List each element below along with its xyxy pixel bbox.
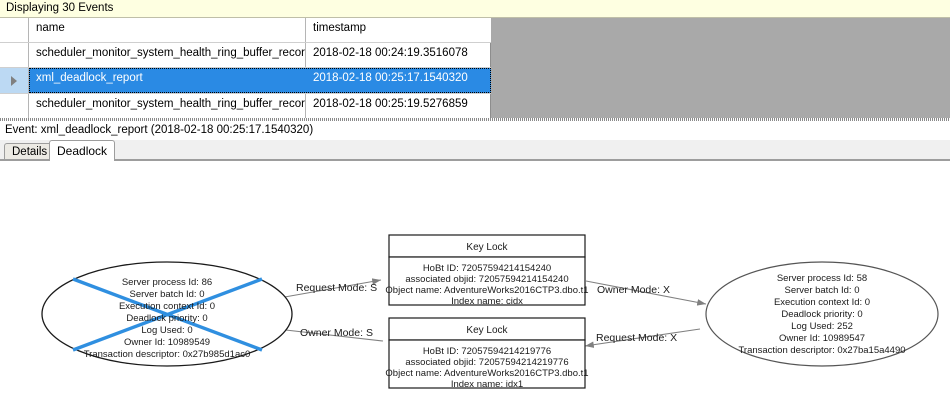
events-banner: Displaying 30 Events xyxy=(0,0,950,18)
process-left-line-5: Owner Id: 10989549 xyxy=(124,337,210,348)
cell-name: scheduler_monitor_system_health_ring_buf… xyxy=(29,94,306,118)
process-right-line-0: Server process Id: 58 xyxy=(777,273,867,284)
edge-right-request-label: Request Mode: X xyxy=(596,332,677,344)
process-left-line-0: Server process Id: 86 xyxy=(122,277,212,288)
process-right-line-5: Owner Id: 10989547 xyxy=(779,333,865,344)
key-lock-bottom-line-2: Object name: AdventureWorks2016CTP3.dbo.… xyxy=(385,368,588,379)
key-lock-top-line-2: Object name: AdventureWorks2016CTP3.dbo.… xyxy=(385,285,588,296)
column-header-name[interactable]: name xyxy=(29,18,306,42)
table-row-selected[interactable]: xml_deadlock_report 2018-02-18 00:25:17.… xyxy=(0,68,491,94)
events-grid-area: name timestamp scheduler_monitor_system_… xyxy=(0,18,950,119)
process-left-line-6: Transaction descriptor: 0x27b985d1ac0 xyxy=(84,349,251,360)
process-right-line-1: Server batch Id: 0 xyxy=(785,285,860,296)
tab-strip: Details Deadlock xyxy=(0,140,950,161)
row-header-cell[interactable] xyxy=(0,94,29,118)
edge-right-owner: Owner Mode: X xyxy=(585,280,707,306)
play-triangle-icon xyxy=(11,76,17,86)
edge-left-owner: Owner Mode: S xyxy=(267,325,384,342)
cell-timestamp: 2018-02-18 00:25:17.1540320 xyxy=(313,72,468,84)
column-header-timestamp[interactable]: timestamp xyxy=(313,22,367,34)
horizontal-splitter[interactable] xyxy=(0,118,950,121)
key-lock-top-line-1: associated objid: 72057594214154240 xyxy=(405,274,568,285)
edge-right-owner-label: Owner Mode: X xyxy=(597,284,670,296)
cell-name: scheduler_monitor_system_health_ring_buf… xyxy=(29,43,306,67)
key-lock-bottom-title: Key Lock xyxy=(466,325,508,336)
edge-left-owner-label: Owner Mode: S xyxy=(300,327,373,339)
edge-left-request-label: Request Mode: S xyxy=(296,282,377,294)
key-lock-bottom-line-0: HoBt ID: 72057594214219776 xyxy=(423,346,551,357)
key-lock-top-line-3: Index name: cidx xyxy=(451,296,523,307)
events-count-label: Displaying 30 Events xyxy=(6,2,114,14)
process-left-line-3: Deadlock priority: 0 xyxy=(126,313,207,324)
tab-details[interactable]: Details xyxy=(4,143,56,160)
table-row[interactable]: scheduler_monitor_system_health_ring_buf… xyxy=(0,43,491,68)
process-node-left[interactable]: Server process Id: 86 Server batch Id: 0… xyxy=(41,261,293,367)
event-title: Event: xml_deadlock_report (2018-02-18 0… xyxy=(5,124,314,136)
grid-header-row: name timestamp xyxy=(0,18,491,43)
events-grid[interactable]: name timestamp scheduler_monitor_system_… xyxy=(0,18,491,119)
tab-deadlock[interactable]: Deadlock xyxy=(49,140,116,161)
cell-timestamp: 2018-02-18 00:24:19.3516078 xyxy=(313,47,468,59)
process-right-line-4: Log Used: 252 xyxy=(791,321,853,332)
table-row[interactable]: scheduler_monitor_system_health_ring_buf… xyxy=(0,94,491,119)
edge-right-request: Request Mode: X xyxy=(584,328,701,348)
process-right-line-6: Transaction descriptor: 0x27ba15a4490 xyxy=(738,345,905,356)
resource-node-key-lock-top[interactable]: Key Lock HoBt ID: 72057594214154240 asso… xyxy=(385,234,589,307)
row-header-cell[interactable] xyxy=(0,43,29,67)
process-left-line-4: Log Used: 0 xyxy=(141,325,192,336)
process-left-line-1: Server batch Id: 0 xyxy=(130,289,205,300)
key-lock-top-line-0: HoBt ID: 72057594214154240 xyxy=(423,263,551,274)
key-lock-bottom-line-3: Index name: idx1 xyxy=(451,379,523,390)
process-right-line-3: Deadlock priority: 0 xyxy=(781,309,862,320)
process-node-right[interactable]: Server process Id: 58 Server batch Id: 0… xyxy=(705,261,939,367)
deadlock-graph-canvas[interactable]: Request Mode: S Owner Mode: S Owner Mode… xyxy=(0,160,950,400)
resource-node-key-lock-bottom[interactable]: Key Lock HoBt ID: 72057594214219776 asso… xyxy=(385,317,589,390)
key-lock-bottom-line-1: associated objid: 72057594214219776 xyxy=(405,357,568,368)
row-header-cell[interactable] xyxy=(0,68,29,93)
row-header-cell xyxy=(0,18,29,42)
cell-name: xml_deadlock_report xyxy=(29,68,306,93)
tab-strip-baseline xyxy=(0,159,950,160)
event-header: Event: xml_deadlock_report (2018-02-18 0… xyxy=(0,121,950,140)
process-left-line-2: Execution context Id: 0 xyxy=(119,301,215,312)
key-lock-top-title: Key Lock xyxy=(466,242,508,253)
cell-timestamp: 2018-02-18 00:25:19.5276859 xyxy=(313,98,468,110)
process-right-line-2: Execution context Id: 0 xyxy=(774,297,870,308)
victim-cross-icon xyxy=(72,277,263,352)
